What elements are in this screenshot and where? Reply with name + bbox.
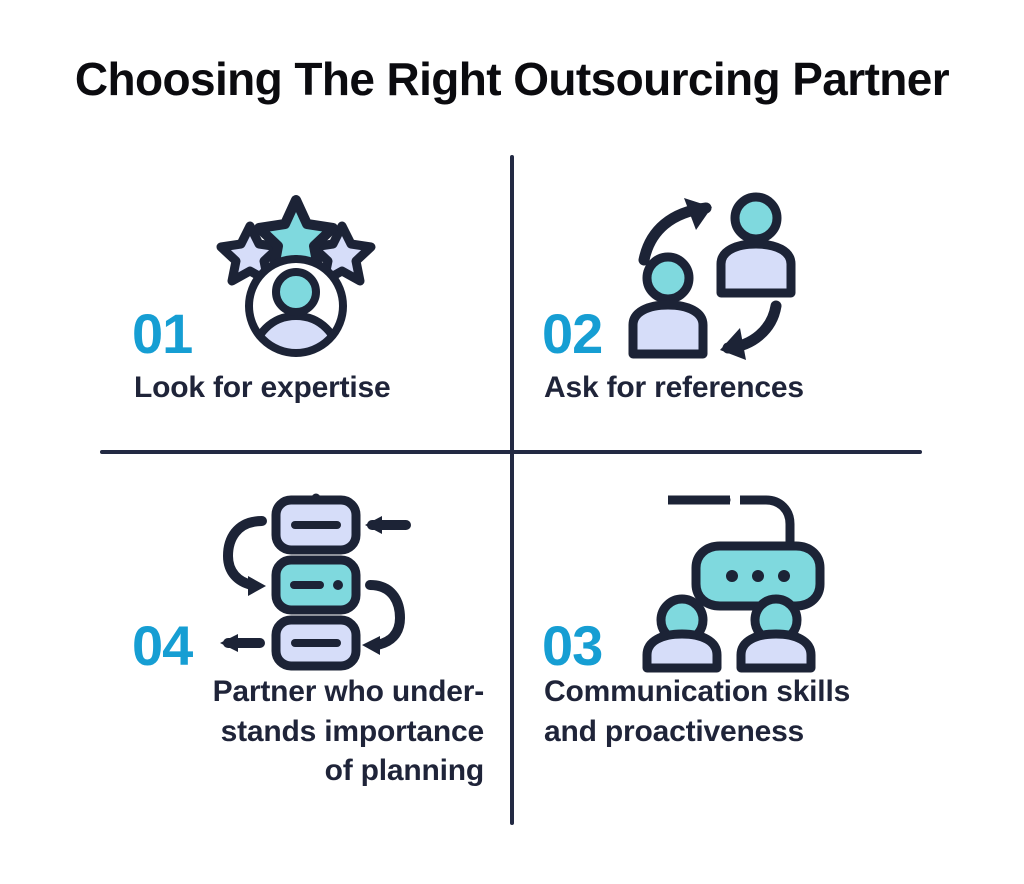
two-people-speech-bubbles-icon bbox=[616, 488, 831, 678]
caption-line: and proactiveness bbox=[544, 714, 805, 748]
quadrant-03-header: 03 bbox=[542, 488, 831, 678]
quadrant-04-number: 04 bbox=[132, 614, 193, 677]
quadrant-03-number: 03 bbox=[542, 614, 603, 677]
quadrant-01-caption: Look for expertise bbox=[134, 368, 494, 408]
quadrant-03-caption: Communication skills and proactiveness bbox=[544, 672, 934, 751]
quadrant-02-caption: Ask for references bbox=[544, 368, 924, 408]
person-with-stars-icon bbox=[206, 188, 386, 368]
quadrant-01-number: 01 bbox=[132, 302, 193, 365]
page-title: Choosing The Right Outsourcing Partner bbox=[74, 53, 950, 105]
caption-line: Partner who under- bbox=[212, 675, 485, 708]
caption-line: Communication skills bbox=[544, 675, 851, 708]
quadrant-04: 04 bbox=[96, 470, 496, 820]
quadrant-02-header: 02 bbox=[542, 188, 806, 368]
vertical-divider bbox=[510, 155, 514, 825]
caption-line: Look for expertise bbox=[134, 371, 391, 404]
two-people-exchange-arrows-icon bbox=[616, 188, 806, 368]
quadrant-04-caption: Partner who under- stands importance of … bbox=[96, 672, 485, 791]
quadrant-01: 01 bbox=[96, 170, 496, 438]
horizontal-divider bbox=[100, 450, 922, 454]
caption-line: Ask for references bbox=[544, 371, 804, 404]
quadrant-04-header: 04 bbox=[132, 488, 416, 678]
quadrant-02: 02 Ask for reference bbox=[528, 170, 928, 438]
caption-line: of planning bbox=[324, 754, 485, 788]
quadrant-03: 03 bbox=[528, 470, 928, 820]
quadrant-02-number: 02 bbox=[542, 302, 603, 365]
caption-line: stands importance bbox=[220, 714, 485, 748]
quadrant-01-header: 01 bbox=[132, 188, 386, 368]
workflow-cards-arrows-icon bbox=[206, 488, 416, 678]
